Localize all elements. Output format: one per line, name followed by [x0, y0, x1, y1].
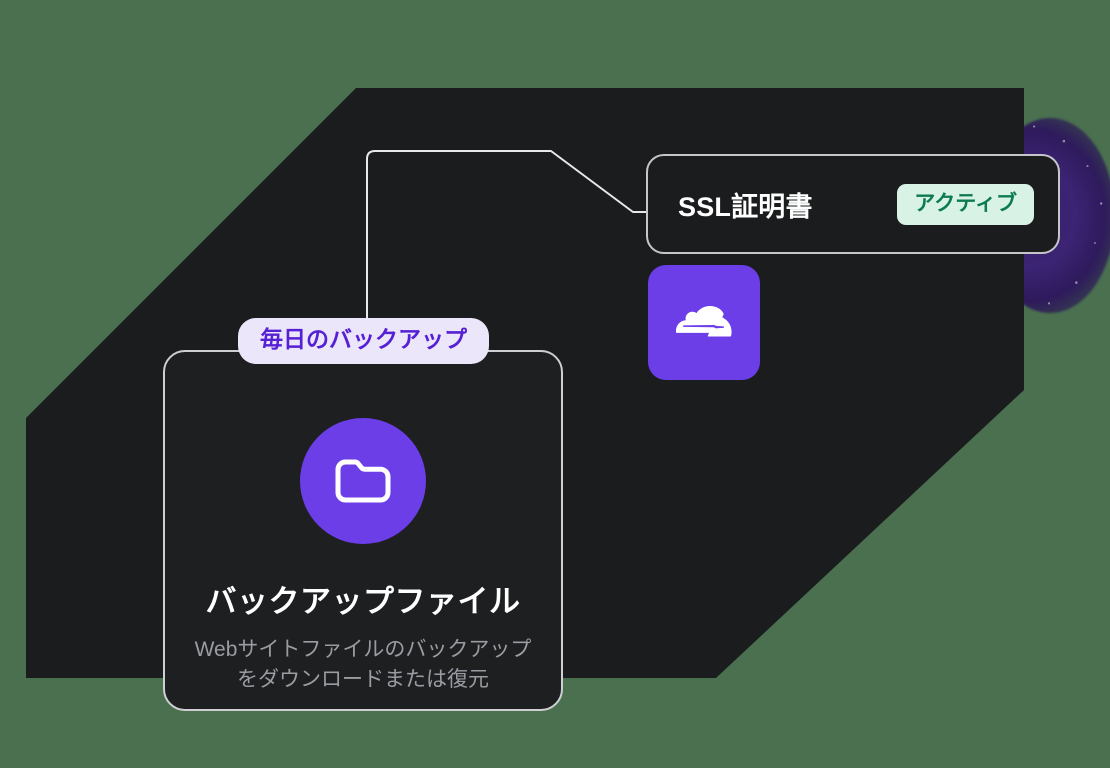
ssl-certificate-card[interactable]: SSL証明書 アクティブ — [646, 154, 1060, 254]
backup-files-card[interactable]: バックアップファイル Webサイトファイルのバックアップ をダウンロードまたは復… — [163, 350, 563, 711]
cloudflare-tile[interactable] — [648, 265, 760, 380]
backup-card-title: バックアップファイル — [205, 584, 521, 619]
backup-icon-circle — [300, 418, 426, 544]
ssl-card-title: SSL証明書 — [678, 191, 813, 222]
cloudflare-cloud-icon — [676, 305, 732, 336]
folder-icon — [335, 459, 391, 503]
backup-card-description: Webサイトファイルのバックアップ をダウンロードまたは復元 — [194, 638, 532, 691]
daily-backup-pill: 毎日のバックアップ — [238, 318, 489, 364]
ssl-status-badge: アクティブ — [897, 183, 1034, 225]
